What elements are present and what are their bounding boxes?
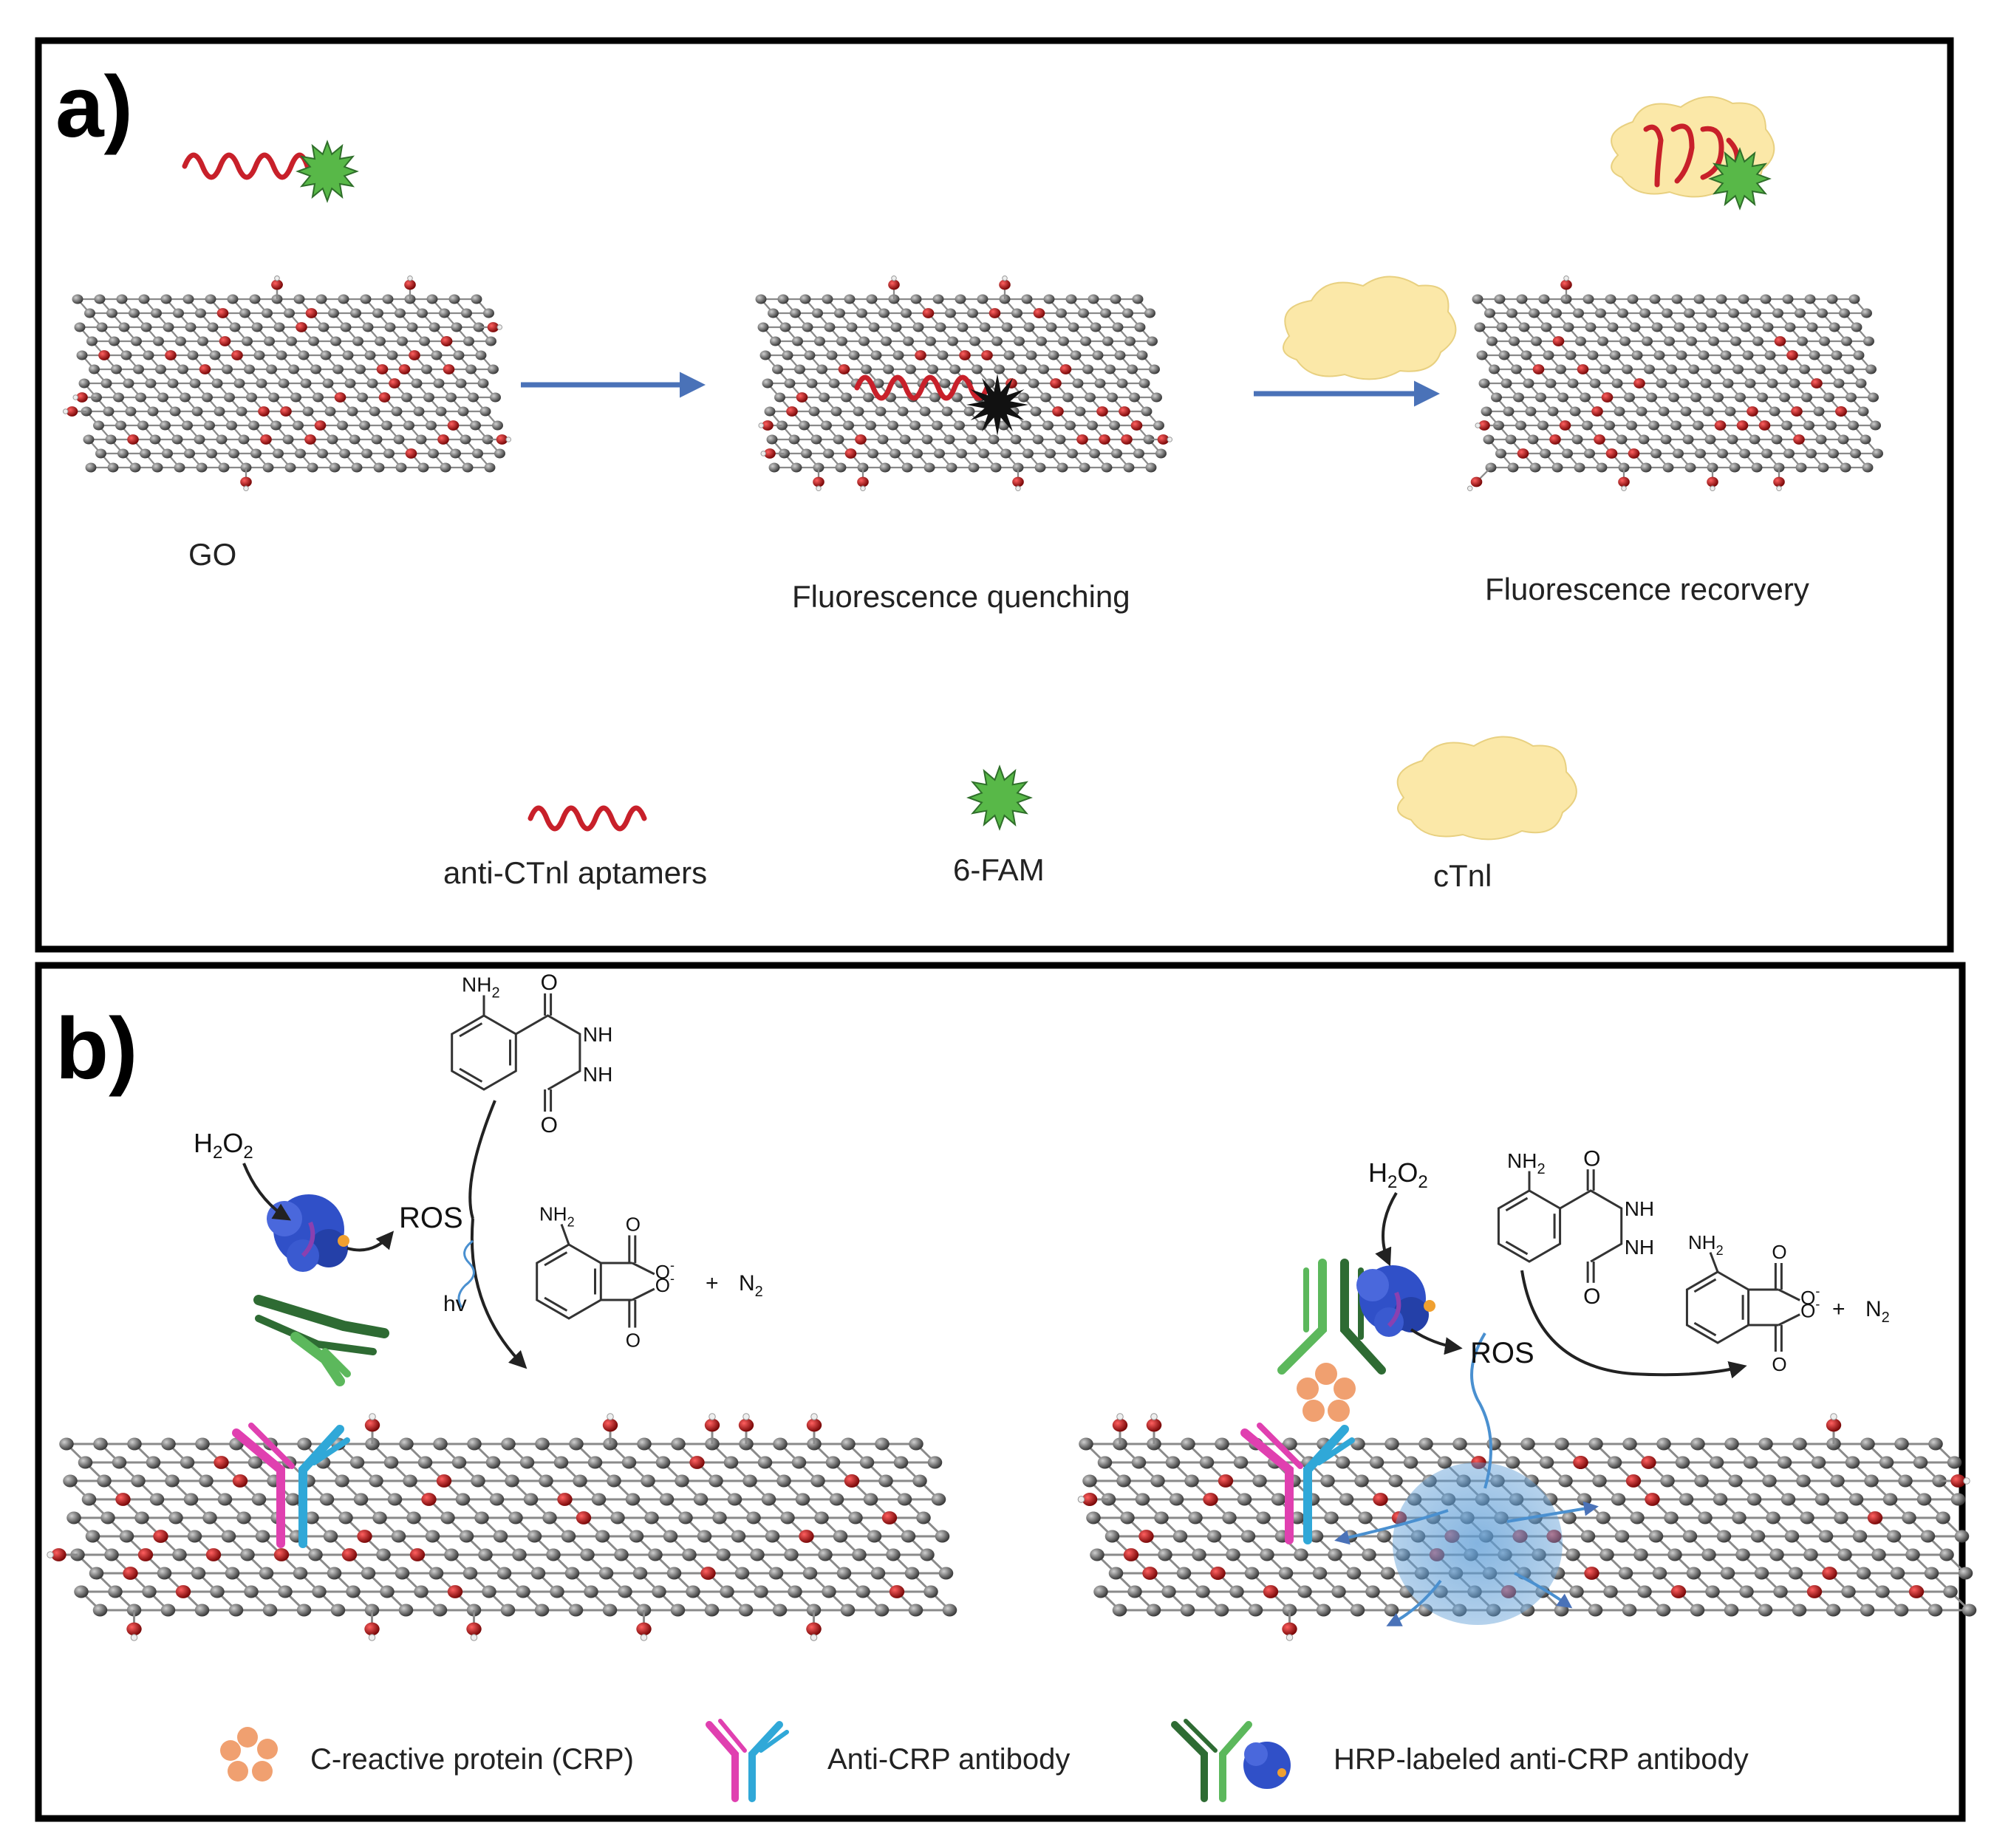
svg-text:N2: N2 (739, 1271, 763, 1300)
ros-label-right: ROS (1470, 1337, 1534, 1369)
svg-text:O: O (1583, 1146, 1600, 1171)
fam-star-recovered-icon (1708, 147, 1772, 211)
hv-label-left: hv (443, 1292, 467, 1316)
svg-text:NH2: NH2 (539, 1203, 575, 1230)
graphene-oxide-sheet-quenching (755, 275, 1173, 492)
panel-a-border (35, 37, 1954, 953)
svg-text:NH: NH (583, 1023, 612, 1046)
quenched-fam-icon (966, 374, 1028, 436)
label-go: GO (188, 537, 236, 572)
legend-ctni-label: cTnl (1433, 858, 1492, 893)
hrp-enzyme-right (1356, 1265, 1435, 1337)
svg-text:O: O (541, 971, 558, 995)
panel-b-legend: C-reactive protein (CRP) Anti-CRP antibo… (220, 1719, 1749, 1802)
svg-text:O-: O- (655, 1271, 675, 1296)
svg-text:O: O (626, 1329, 641, 1352)
graphene-sheet-left (47, 1413, 957, 1641)
aptamer-strand (182, 152, 310, 180)
anti-crp-antibody-right (1240, 1423, 1355, 1544)
aptamer-ctni-complex (1611, 96, 1775, 211)
chemiluminescence-glow (1393, 1462, 1563, 1625)
label-fluorescence-quenching: Fluorescence quenching (792, 579, 1130, 614)
svg-text:NH2: NH2 (1688, 1231, 1724, 1258)
svg-text:O-: O- (1800, 1284, 1820, 1309)
svg-text:NH2: NH2 (462, 973, 500, 1002)
emission-rays (1334, 1332, 1599, 1626)
panel-b: b) (35, 962, 1977, 1822)
hrp-antibody-left (253, 1295, 389, 1386)
panel-a-legend: anti-CTnl aptamers 6-FAM cTnl (443, 736, 1577, 893)
ros-label-left: ROS (399, 1202, 463, 1234)
svg-text:NH2: NH2 (1507, 1149, 1546, 1177)
graphene-oxide-sheet-recovery (1467, 275, 1883, 492)
legend-fam-icon (966, 764, 1033, 831)
svg-text:H2O2: H2O2 (1368, 1157, 1428, 1192)
panel-a: a) GO Fluorescence quenching Fluorescenc… (35, 37, 1954, 953)
svg-text:O: O (1772, 1241, 1786, 1263)
svg-text:+: + (1832, 1297, 1846, 1321)
legend-hrp-antibody-icon (1171, 1719, 1291, 1802)
svg-text:O: O (1583, 1284, 1600, 1309)
legend-fam-label: 6-FAM (953, 852, 1045, 887)
svg-text:H2O2: H2O2 (194, 1128, 253, 1163)
svg-text:NH: NH (1625, 1236, 1654, 1259)
svg-text:NH: NH (1625, 1197, 1654, 1220)
svg-text:NH: NH (583, 1063, 612, 1086)
svg-text:O: O (626, 1214, 641, 1236)
coiled-aptamer (1643, 123, 1740, 188)
label-fluorescence-recovery: Fluorescence recorvery (1485, 572, 1809, 606)
svg-text:N2: N2 (1865, 1297, 1890, 1326)
panel-b-letter: b) (55, 1000, 137, 1098)
anti-crp-antibody-left (232, 1423, 350, 1548)
crp-protein-bound (1297, 1363, 1356, 1422)
legend-aptamer-icon (527, 805, 647, 832)
legend-anti-crp-icon (706, 1719, 789, 1802)
panel-b-border (35, 962, 1966, 1822)
fam-star-icon (296, 140, 359, 203)
panel-a-letter: a) (55, 58, 133, 156)
ctni-cloud-icon (1283, 276, 1457, 380)
legend-anti-crp-label: Anti-CRP antibody (827, 1743, 1070, 1776)
svg-text:+: + (706, 1271, 719, 1296)
chemistry-left: H2O2 ROS hv (194, 1100, 527, 1369)
chemistry-right: H2O2 ROS (1368, 1157, 1747, 1379)
legend-crp-icon (220, 1727, 278, 1782)
aptamer-on-go (854, 374, 990, 401)
svg-text:O: O (541, 1113, 558, 1137)
legend-crp-label: C-reactive protein (CRP) (310, 1743, 634, 1776)
legend-aptamer-label: anti-CTnl aptamers (443, 855, 707, 890)
svg-text:O: O (1772, 1353, 1786, 1375)
graphene-oxide-sheet-go (62, 275, 512, 492)
legend-ctni-icon (1396, 736, 1577, 841)
legend-hrp-antibody-label: HRP-labeled anti-CRP antibody (1334, 1743, 1749, 1776)
svg-text:O-: O- (1800, 1296, 1820, 1321)
hrp-enzyme-left (267, 1194, 349, 1272)
aptamer-fam-probe (182, 140, 359, 203)
